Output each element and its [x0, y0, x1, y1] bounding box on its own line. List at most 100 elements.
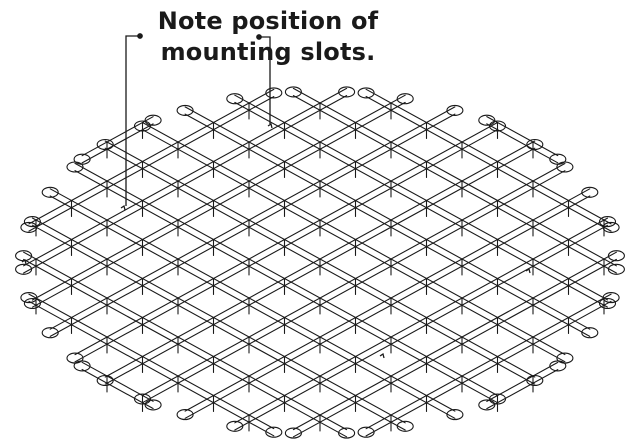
rib-end-tab: [598, 216, 617, 228]
rib-diagonal-down: [486, 116, 559, 157]
mounting-slots: [21, 122, 531, 359]
rib-end-tab: [176, 104, 194, 116]
rib-end-tab: [602, 221, 620, 233]
rib-end-tab: [23, 216, 41, 228]
rib-diagonal-up: [365, 300, 612, 437]
rib-end-tab: [284, 86, 302, 98]
mounting-slot: [267, 122, 273, 129]
rib-end-tab: [144, 114, 162, 126]
rib-diagonal-down: [292, 87, 617, 267]
rib-diagonal-up: [28, 88, 275, 225]
rib-diagonal-up: [49, 113, 456, 337]
rib-end-tab: [133, 393, 152, 405]
rib-diagonal-down: [81, 361, 154, 402]
rib-diagonal-down: [28, 293, 275, 430]
rib-diagonal-down: [234, 101, 609, 308]
rib-diagonal-up: [28, 96, 275, 232]
rib-diagonal-up: [486, 361, 559, 402]
rib-end-tab: [549, 360, 567, 372]
rib-diagonal-up: [486, 369, 559, 410]
rib-end-tab: [41, 327, 59, 339]
rib-diagonal-down: [141, 129, 566, 363]
rib-end-tab: [446, 104, 464, 116]
rib-end-tab: [73, 153, 91, 165]
mounting-slots-note: Note position of mounting slots.: [150, 6, 386, 68]
rib-diagonal-down: [81, 368, 154, 410]
rib-end-tab: [607, 250, 625, 262]
leader-dot-left: [137, 33, 143, 39]
mounting-slot: [21, 258, 27, 265]
rib-diagonal-down: [49, 188, 456, 412]
rib-end-tab: [357, 87, 375, 99]
rib-end-tab: [226, 93, 244, 105]
rib-end-tab: [446, 409, 464, 421]
rib-diagonal-up: [74, 129, 499, 363]
rib-diagonal-up: [31, 94, 406, 301]
rib-diagonal-down: [49, 195, 456, 419]
rib-diagonal-down: [74, 162, 499, 397]
rib-diagonal-up: [184, 195, 591, 419]
rib-diagonal-up: [141, 170, 566, 404]
rib-diagonal-up: [234, 224, 609, 431]
rib-end-tab: [478, 399, 496, 411]
rib-diagonal-down: [234, 94, 609, 301]
rib-diagonal-up: [49, 106, 456, 330]
rib-end-tab: [581, 186, 599, 198]
rib-end-tabs: [15, 86, 625, 439]
rib-end-tab: [66, 352, 84, 364]
rib-end-tab: [526, 374, 544, 387]
rib-end-tab: [96, 374, 114, 387]
rib-diagonal-up: [184, 188, 591, 412]
rib-diagonal-down: [31, 217, 406, 424]
rib-end-tab: [15, 263, 33, 275]
rib-diagonal-up: [365, 293, 612, 430]
leader-line-right: [259, 36, 271, 124]
rib-diagonal-down: [28, 300, 275, 437]
rib-diagonal-down: [184, 106, 591, 330]
rib-end-tab: [396, 93, 414, 105]
rib-diagonal-down: [365, 88, 612, 225]
leader-dot-right: [256, 34, 262, 40]
rib-end-tab: [488, 393, 507, 405]
rib-end-tab: [20, 292, 38, 304]
rib-end-tab: [41, 186, 59, 198]
rib-diagonal-down: [141, 121, 566, 356]
rib-diagonal-up: [81, 116, 154, 157]
mounting-slot: [379, 352, 385, 359]
rib-end-tab: [581, 327, 599, 339]
rib-end-tab: [20, 221, 38, 233]
rib-end-tab: [556, 161, 574, 173]
mounting-slot: [120, 204, 126, 211]
rib-end-tab: [144, 399, 162, 411]
rib-end-tab: [226, 420, 244, 432]
rib-end-tab: [526, 138, 544, 151]
rib-end-tab: [96, 138, 114, 151]
rib-end-tab: [338, 86, 356, 98]
rib-end-tab: [357, 426, 375, 438]
rib-diagonal-up: [292, 251, 617, 431]
mounting-slot: [525, 267, 531, 274]
rib-diagonal-down: [486, 123, 559, 164]
rib-end-tab: [488, 120, 507, 132]
rib-end-tab: [598, 297, 617, 310]
rib-end-tab: [284, 427, 302, 439]
rib-diagonal-down: [184, 113, 591, 337]
note-line-1: Note position of: [157, 7, 379, 35]
rib-diagonal-up: [234, 217, 609, 424]
leader-lines: [125, 33, 271, 206]
rib-end-tab: [478, 114, 496, 126]
rib-end-tab: [265, 426, 283, 438]
rib-end-tab: [265, 87, 283, 99]
rib-diagonal-up: [31, 101, 406, 308]
rib-diagonal-up: [141, 162, 566, 397]
rib-diagonal-down: [365, 95, 612, 232]
rib-end-tab: [133, 120, 152, 132]
note-line-2: mounting slots.: [160, 38, 376, 66]
rib-diagonal-down: [74, 170, 499, 404]
rib-diagonal-down: [31, 224, 406, 431]
rib-end-tab: [23, 297, 41, 310]
rib-diagonal-up: [292, 258, 617, 438]
rib-diagonal-up: [74, 121, 499, 356]
rib-end-tab: [338, 427, 356, 439]
